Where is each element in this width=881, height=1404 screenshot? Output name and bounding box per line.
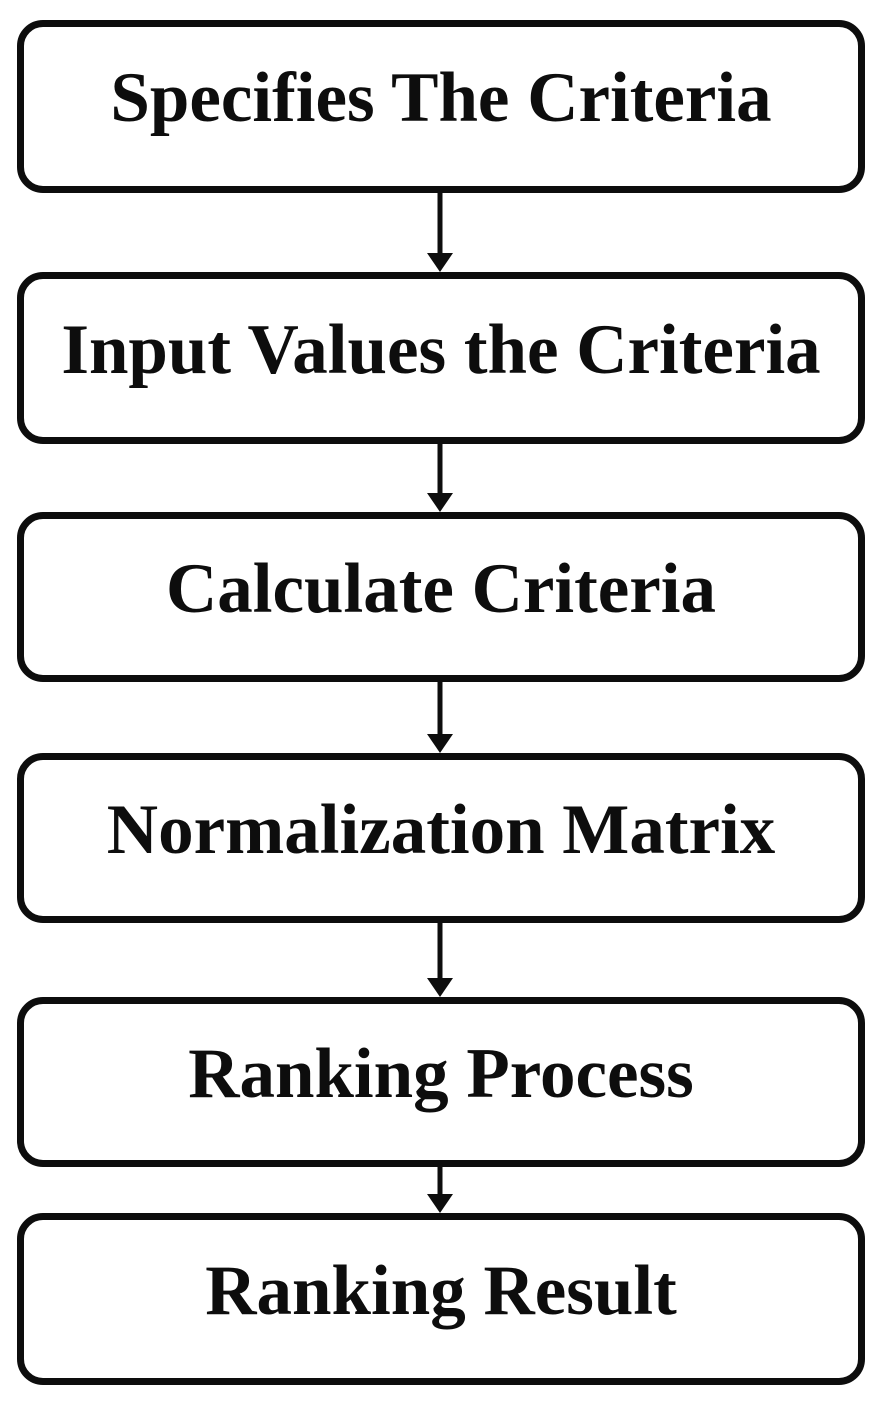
arrow-down-icon bbox=[427, 734, 453, 753]
flow-connector bbox=[427, 193, 453, 272]
flow-connector bbox=[427, 923, 453, 997]
flow-node-ranking-result: Ranking Result bbox=[17, 1213, 865, 1385]
arrow-shaft bbox=[437, 1167, 443, 1199]
arrow-shaft bbox=[437, 682, 443, 739]
arrow-shaft bbox=[437, 193, 443, 258]
flow-node-normalization-matrix: Normalization Matrix bbox=[17, 753, 865, 923]
arrow-down-icon bbox=[427, 978, 453, 997]
arrow-shaft bbox=[437, 923, 443, 983]
flow-connector bbox=[427, 444, 453, 512]
flow-node-label: Normalization Matrix bbox=[106, 790, 776, 869]
arrow-down-icon bbox=[427, 1194, 453, 1213]
arrow-down-icon bbox=[427, 253, 453, 272]
flow-connector bbox=[427, 1167, 453, 1213]
flow-node-label: Specifies The Criteria bbox=[110, 59, 772, 137]
flow-connector bbox=[427, 682, 453, 753]
flow-node-specifies-criteria: Specifies The Criteria bbox=[17, 20, 865, 193]
arrow-down-icon bbox=[427, 493, 453, 512]
flow-node-label: Input Values the Criteria bbox=[61, 310, 821, 389]
flow-node-input-values: Input Values the Criteria bbox=[17, 272, 865, 444]
flow-node-label: Calculate Criteria bbox=[165, 549, 717, 628]
flow-node-label: Ranking Process bbox=[188, 1034, 694, 1113]
flow-node-label: Ranking Result bbox=[205, 1251, 677, 1330]
arrow-shaft bbox=[437, 444, 443, 498]
flow-node-calculate-criteria: Calculate Criteria bbox=[17, 512, 865, 682]
flow-node-ranking-process: Ranking Process bbox=[17, 997, 865, 1167]
